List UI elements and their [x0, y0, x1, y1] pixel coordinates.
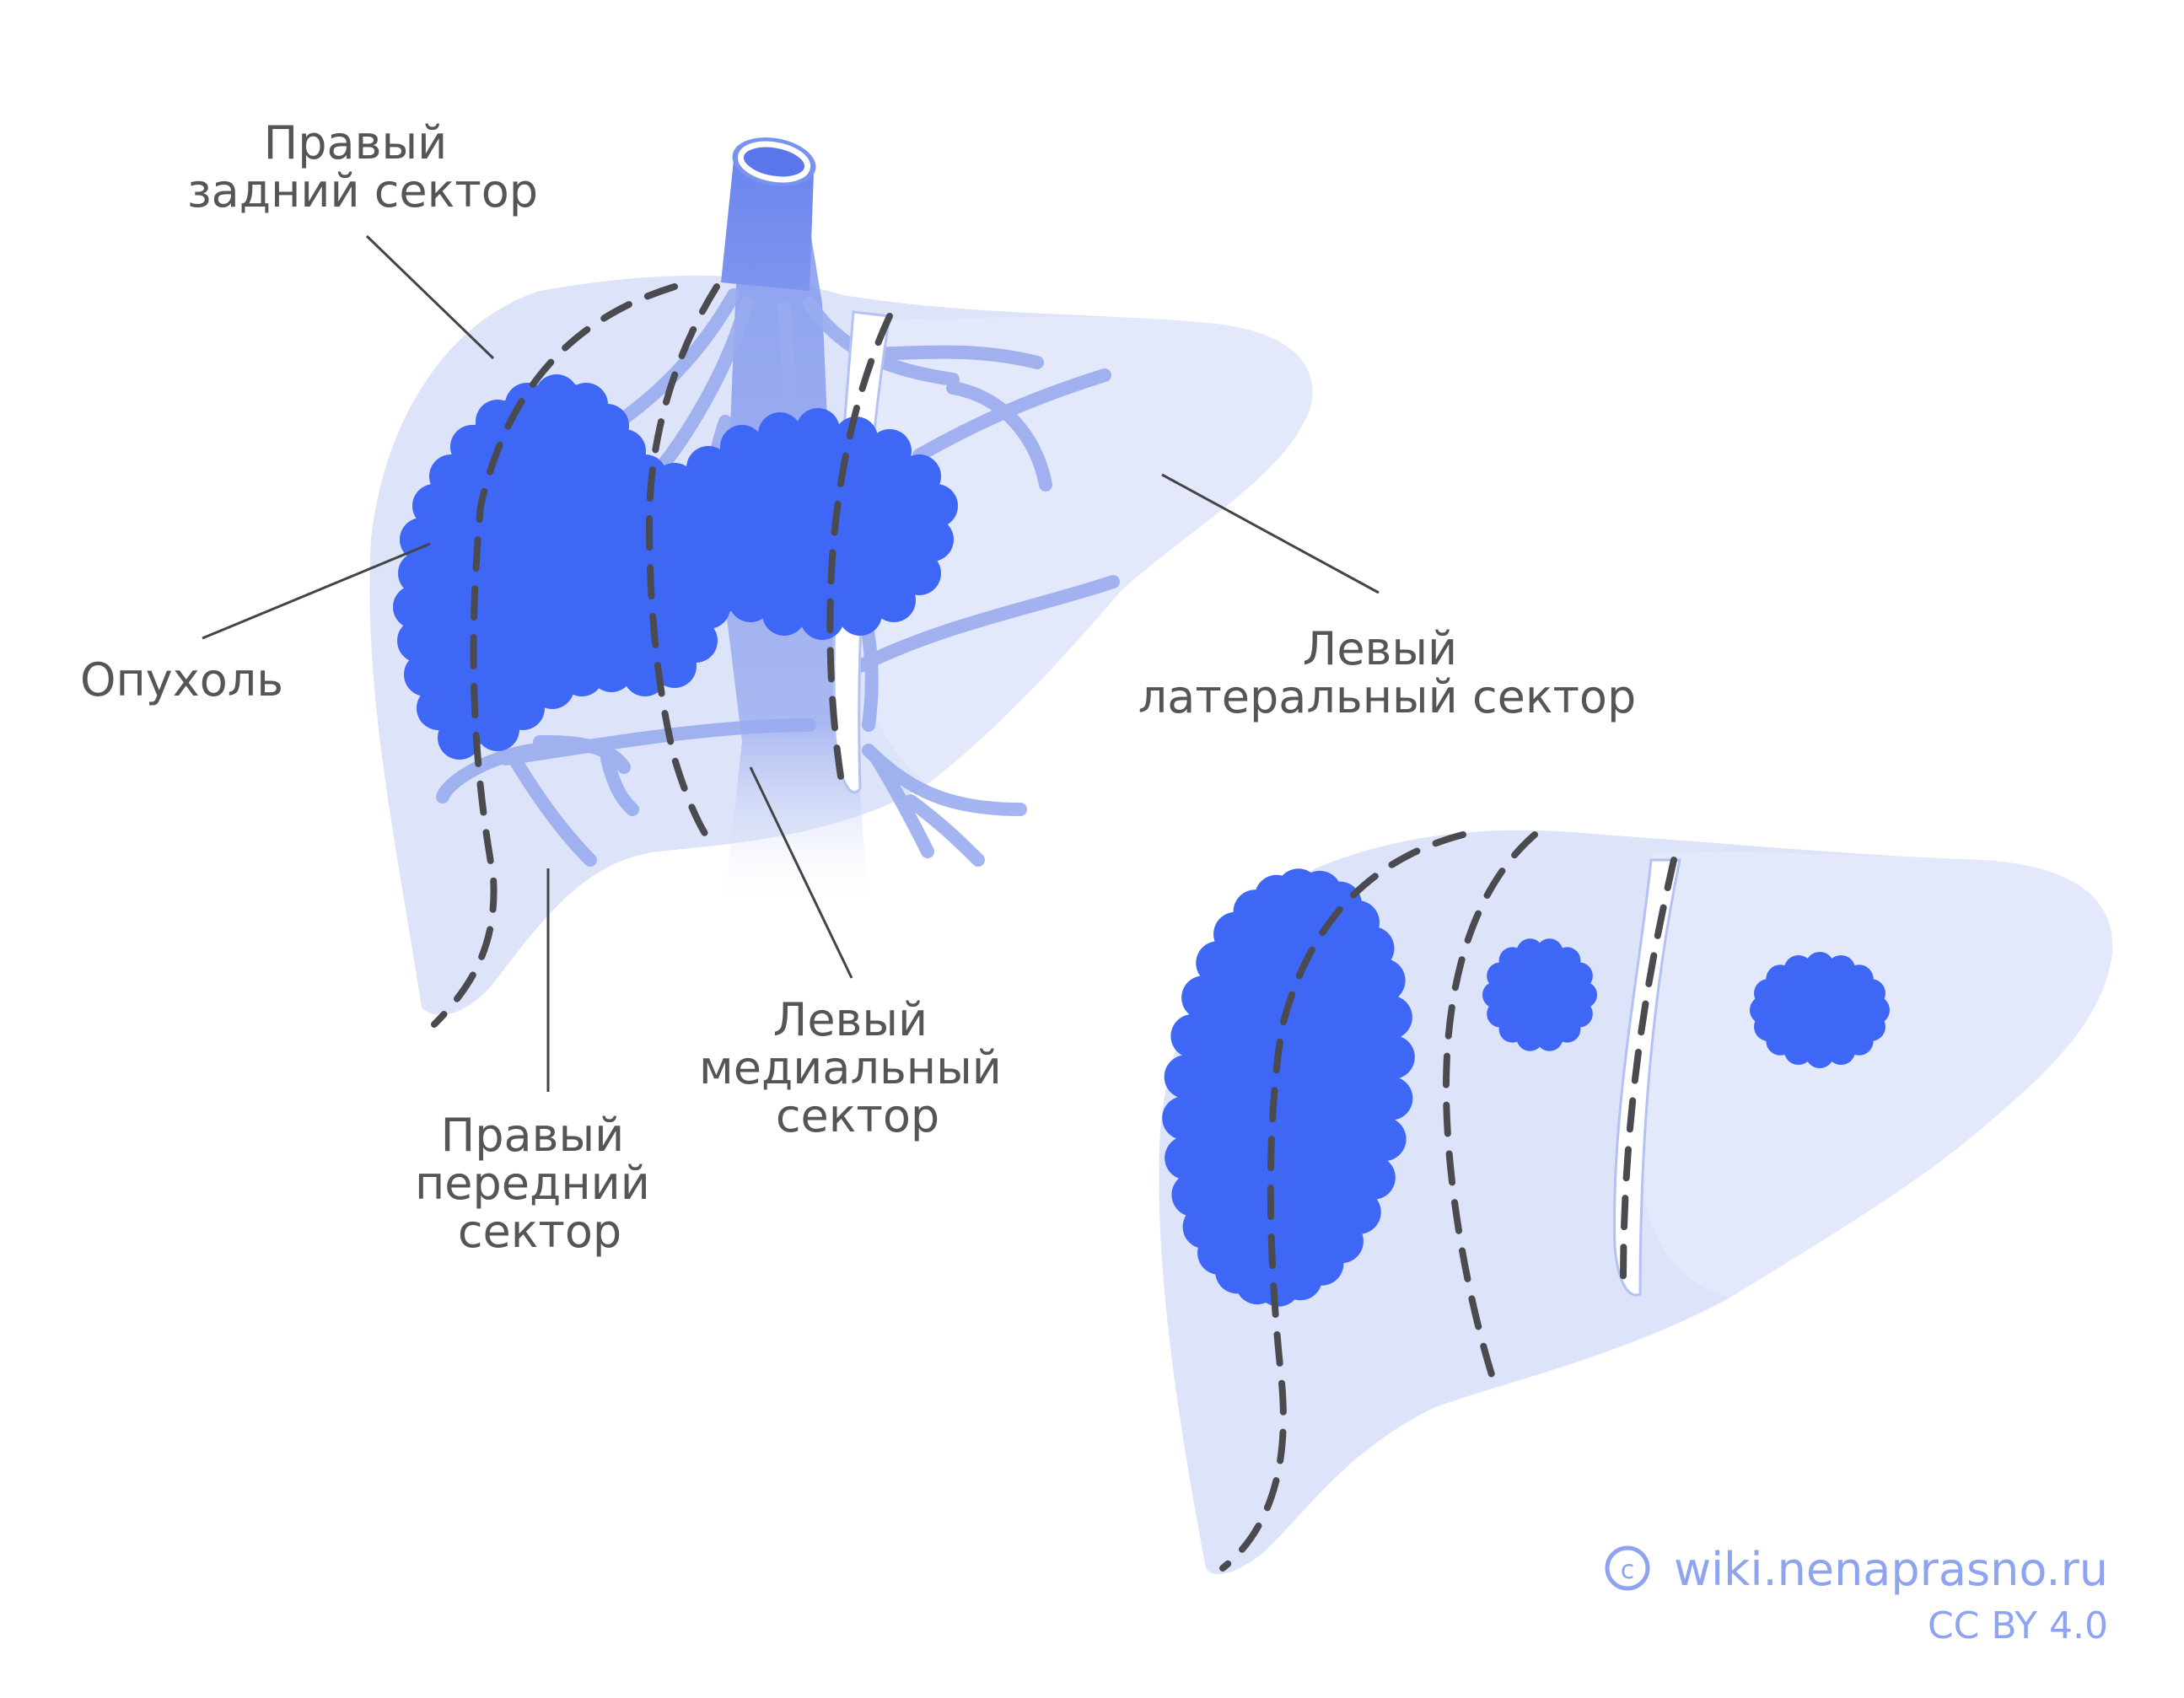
tumor-large-bump: [1164, 1055, 1208, 1099]
tumor-large-bump: [1370, 1034, 1415, 1079]
liver-secondary: [1159, 830, 2113, 1575]
leader-right-posterior: [365, 234, 495, 360]
tumor-main-bump: [417, 686, 460, 730]
boundary-secondary-2: [1442, 831, 1538, 1386]
label-tumor: Опухоль: [80, 653, 283, 707]
boundary-secondary-3: [1620, 857, 1677, 1285]
tumor-main-bump: [476, 707, 519, 751]
liver-main: [369, 137, 1313, 1028]
tumor-large-bump: [1351, 1155, 1396, 1200]
tumor-large-bump: [1181, 975, 1226, 1020]
tumor-medium-bump: [1536, 1024, 1563, 1051]
label-left-medial: Левый медиальный сектор: [699, 993, 1016, 1142]
tumor-main-bump: [397, 619, 441, 663]
tumor-main-bump: [398, 551, 442, 595]
tumor-large-bump: [1368, 995, 1412, 1040]
tumor-large-bump: [1362, 1117, 1407, 1162]
boundary-right-posterior: [431, 283, 678, 1028]
leader-lines: [202, 234, 1380, 1092]
tumor-main-bump: [838, 592, 882, 636]
tumor-main-bump: [404, 653, 448, 696]
sector-boundaries: [431, 283, 893, 1028]
leader-tumor: [202, 542, 431, 640]
tumor-lateral-bump: [1805, 1040, 1834, 1068]
tumor-large-bump: [1369, 1076, 1413, 1120]
liver-secondary-lateral: [1633, 852, 2113, 1298]
tumor-main-bump: [872, 578, 916, 622]
boundary-secondary-1: [1219, 831, 1466, 1572]
tumor-large-bump: [1361, 958, 1406, 1002]
tumor-main-bump: [796, 408, 840, 452]
tumor-main-bump: [686, 585, 730, 629]
tumor-main-bump: [834, 416, 878, 460]
copyright-glyph: c: [1621, 1556, 1635, 1585]
tumor-medium-bump: [1565, 962, 1593, 990]
label-left-lateral: Левый латеральный сектор: [1138, 622, 1637, 723]
credit: c wiki.nenaprasno.ru CC BY 4.0: [1605, 1543, 2108, 1647]
leader-left-lateral: [1161, 473, 1380, 594]
tumor-large-bump: [1162, 1096, 1207, 1141]
tumor-main-bump: [686, 446, 730, 490]
tumor-main: [413, 382, 939, 745]
tumor-large-bump: [1171, 1173, 1216, 1217]
label-right-posterior: Правый задний сектор: [187, 116, 538, 218]
tumor-main-bump: [868, 429, 912, 473]
tumor-lateral-bump: [1856, 979, 1885, 1008]
tumor-main-bump: [914, 484, 958, 528]
tumor-main-bump: [653, 463, 697, 507]
tumor-medium-bump: [1516, 938, 1544, 966]
tumor-main-bump: [762, 592, 806, 636]
tumor-main-bump: [758, 412, 802, 456]
tumor-lateral-bump: [1783, 954, 1813, 984]
tumor-main-bump: [910, 518, 954, 562]
tumor-lateral-bump: [1826, 1036, 1856, 1066]
tumor-left-lateral: [1764, 966, 1875, 1054]
boundary-right-anterior: [645, 283, 720, 842]
tumor-large-bump: [1170, 1013, 1215, 1058]
tumor-large-bump: [1165, 1136, 1209, 1180]
tumor-lateral-bump: [1805, 952, 1834, 981]
credit-license: CC BY 4.0: [1928, 1604, 2108, 1647]
copyright-icon: [1605, 1545, 1650, 1591]
credit-site: wiki.nenaprasno.ru: [1674, 1543, 2108, 1596]
boundary-left-medial: [826, 313, 893, 796]
tumor-medium: [1496, 951, 1584, 1039]
tumor-main-bump: [393, 585, 437, 629]
tumor-main-bump: [800, 596, 844, 640]
label-right-anterior: Правый передний сектор: [415, 1109, 664, 1258]
falciform-ligament-secondary: [1613, 858, 1681, 1297]
tumor-main-bump: [720, 425, 764, 469]
tumor-large: [1184, 889, 1393, 1286]
leader-left-medial: [749, 766, 853, 979]
